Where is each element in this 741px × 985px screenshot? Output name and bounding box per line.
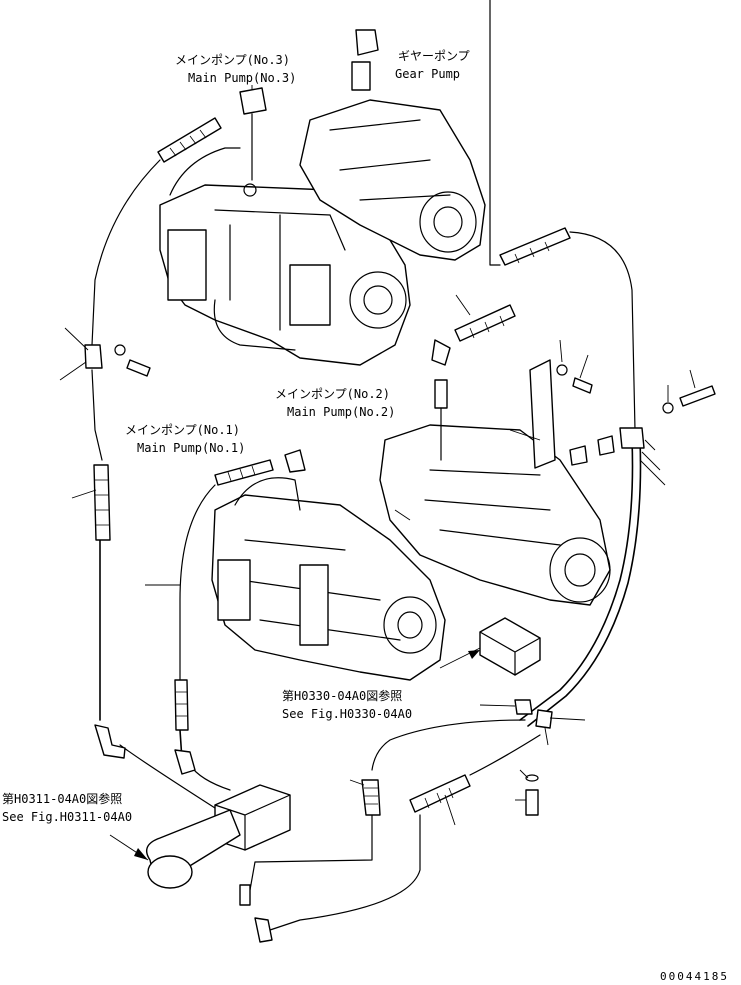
hose-lower-center: [361, 779, 381, 816]
piping: [91, 0, 642, 931]
gear-pump-label-jp: ギヤーポンプ: [398, 49, 470, 63]
gear-pump: [299, 29, 486, 261]
main-pump-no1-label-en: Main Pump(No.1): [137, 441, 245, 455]
elbow-fittings: [84, 339, 645, 943]
hose-lower-right: [409, 774, 471, 813]
hose-top-left: [157, 117, 222, 163]
hose-no1: [214, 449, 306, 486]
labels: メインポンプ(No.3) Main Pump(No.3) ギヤーポンプ Gear…: [2, 49, 729, 983]
main-pump-no2-label-jp: メインポンプ(No.2): [275, 387, 390, 401]
main-pump-no3-label-en: Main Pump(No.3): [188, 71, 296, 85]
bracket-h0330: [479, 617, 541, 676]
ref-h0311-label-en: See Fig.H0311-04A0: [2, 810, 132, 824]
bolts-washers: [114, 344, 716, 816]
gear-pump-label-en: Gear Pump: [395, 67, 460, 81]
ref-h0311-label-jp: 第H0311-04A0図参照: [2, 791, 122, 806]
main-pump-no3-label-jp: メインポンプ(No.3): [175, 53, 290, 67]
hose-no1-vertical: [174, 679, 189, 731]
fitting-no3: [239, 87, 267, 181]
hose-left-vertical: [93, 464, 111, 541]
hose-right-upper: [499, 227, 571, 266]
drawing-number: 00044185: [660, 970, 729, 983]
valve-block-h0311: [146, 784, 291, 889]
main-pump-no1: [211, 477, 446, 681]
leader-lines: [59, 85, 696, 861]
main-pump-no2-label-en: Main Pump(No.2): [287, 405, 395, 419]
hose-center-upper: [454, 304, 516, 342]
main-pump-no1-label-jp: メインポンプ(No.1): [125, 423, 240, 437]
ref-h0330-label-jp: 第H0330-04A0図参照: [282, 688, 402, 703]
main-pump-no2: [379, 359, 611, 606]
ref-h0330-label-en: See Fig.H0330-04A0: [282, 707, 412, 721]
main-pump-no3: [159, 147, 411, 366]
